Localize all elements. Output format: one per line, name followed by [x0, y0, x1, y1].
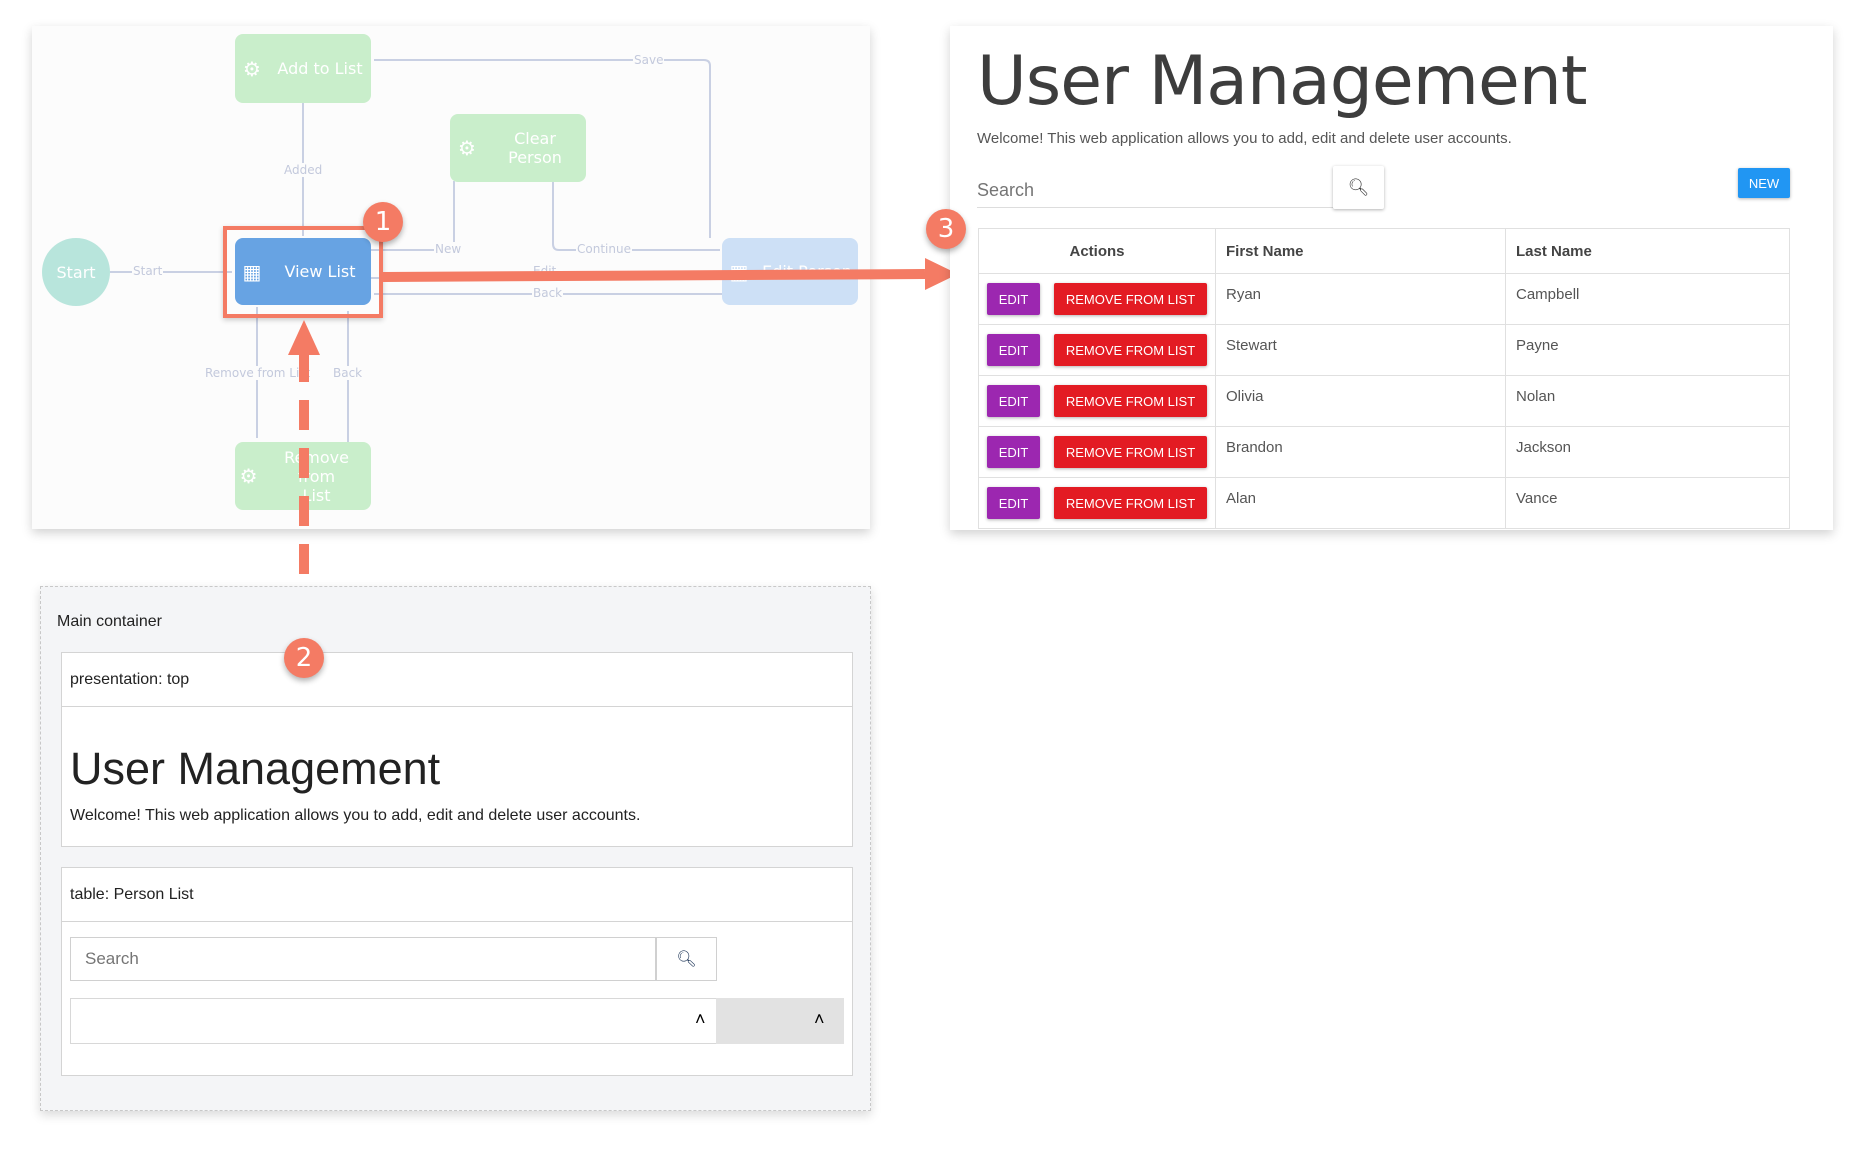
column-header[interactable]: First Name [1215, 228, 1506, 274]
search-button[interactable]: 🔍︎ [1333, 166, 1384, 209]
app-preview: User Management Welcome! This web applic… [950, 26, 1833, 530]
remove-from-list-button[interactable]: REMOVE FROM LIST [1054, 334, 1207, 366]
designer-table-column[interactable]: ˄ [716, 998, 844, 1044]
node-clear-person[interactable]: ⚙ Clear Person [450, 114, 586, 182]
table-row: EDIT REMOVE FROM LIST Alan Vance [978, 477, 1790, 529]
remove-from-list-button[interactable]: REMOVE FROM LIST [1054, 385, 1207, 417]
gear-icon: ⚙ [239, 464, 258, 488]
main-container: Main container presentation: top User Ma… [40, 586, 871, 1111]
arrow-right-head [925, 258, 958, 290]
arrow-up-head [288, 320, 320, 355]
last-name-cell: Campbell [1505, 273, 1790, 325]
last-name-cell: Nolan [1505, 375, 1790, 427]
edge-label-new: New [434, 242, 463, 256]
node-label: View List [284, 262, 356, 281]
badge-1: 1 [363, 202, 403, 242]
designer-table-header: ˄ ˄ [70, 998, 844, 1044]
table-row: EDIT REMOVE FROM LIST Ryan Campbell [978, 273, 1790, 325]
edge-label-added: Added [283, 163, 324, 177]
table-row: EDIT REMOVE FROM LIST Brandon Jackson [978, 426, 1790, 478]
actions-cell: EDIT REMOVE FROM LIST [978, 273, 1216, 325]
node-view-list[interactable]: ▦ View List [235, 238, 371, 305]
edge-label-remove: Remove from List [204, 366, 312, 380]
last-name-cell: Vance [1505, 477, 1790, 529]
actions-cell: EDIT REMOVE FROM LIST [978, 324, 1216, 376]
edit-button[interactable]: EDIT [987, 334, 1040, 366]
page-title: User Management [977, 42, 1588, 121]
column-header[interactable]: Last Name [1505, 228, 1790, 274]
table-widget[interactable]: table: Person List 🔍︎ ˄ ˄ [61, 867, 853, 1076]
designer-title: User Management [70, 743, 441, 794]
grid-icon: ▦ [242, 259, 262, 284]
chevron-up-icon[interactable]: ˄ [814, 1009, 825, 1029]
column-header[interactable]: Actions [978, 228, 1216, 274]
user-table: Actions First Name Last Name EDIT REMOVE… [978, 228, 1790, 529]
table-row: EDIT REMOVE FROM LIST Stewart Payne [978, 324, 1790, 376]
search-icon: 🔍︎ [676, 951, 697, 968]
badge-2: 2 [284, 638, 324, 678]
last-name-cell: Jackson [1505, 426, 1790, 478]
actions-cell: EDIT REMOVE FROM LIST [978, 375, 1216, 427]
first-name-cell: Brandon [1215, 426, 1506, 478]
arrow-right [382, 269, 926, 282]
edit-button[interactable]: EDIT [987, 283, 1040, 315]
last-name-cell: Payne [1505, 324, 1790, 376]
first-name-cell: Olivia [1215, 375, 1506, 427]
designer-subtitle: Welcome! This web application allows you… [70, 807, 641, 824]
presentation-widget[interactable]: presentation: top User Management Welcom… [61, 652, 853, 847]
edit-button[interactable]: EDIT [987, 385, 1040, 417]
remove-from-list-button[interactable]: REMOVE FROM LIST [1054, 283, 1207, 315]
table-row: EDIT REMOVE FROM LIST Olivia Nolan [978, 375, 1790, 427]
edge-label-continue: Continue [576, 242, 632, 256]
main-container-label: Main container [57, 613, 162, 630]
first-name-cell: Alan [1215, 477, 1506, 529]
search-icon: 🔍︎ [1347, 177, 1370, 197]
actions-cell: EDIT REMOVE FROM LIST [978, 426, 1216, 478]
node-add-to-list[interactable]: ⚙ Add to List [235, 34, 371, 103]
node-label: Clear Person [508, 129, 562, 167]
chevron-up-icon[interactable]: ˄ [695, 1009, 706, 1029]
edge-continue [552, 182, 720, 251]
badge-3: 3 [926, 209, 966, 249]
remove-from-list-button[interactable]: REMOVE FROM LIST [1054, 487, 1207, 519]
node-label: Start [56, 262, 96, 282]
node-label: Add to List [277, 59, 363, 78]
new-button[interactable]: NEW [1738, 168, 1790, 198]
table-label: table: Person List [62, 868, 852, 922]
presentation-label: presentation: top [62, 653, 852, 707]
edge-label-back2: Back [332, 366, 364, 380]
actions-cell: EDIT REMOVE FROM LIST [978, 477, 1216, 529]
gear-icon: ⚙ [458, 136, 476, 160]
highlight-box [223, 226, 383, 318]
edge-label-save: Save [633, 53, 665, 67]
edit-button[interactable]: EDIT [987, 487, 1040, 519]
edge-label-start: Start [132, 264, 164, 278]
node-start[interactable]: Start [42, 238, 110, 306]
edge-label-back: Back [532, 286, 564, 300]
edit-button[interactable]: EDIT [987, 436, 1040, 468]
gear-icon: ⚙ [243, 56, 261, 81]
designer-search-button[interactable]: 🔍︎ [656, 937, 717, 981]
designer-search-input[interactable] [70, 937, 656, 981]
search-input[interactable] [977, 173, 1333, 208]
first-name-cell: Stewart [1215, 324, 1506, 376]
first-name-cell: Ryan [1215, 273, 1506, 325]
remove-from-list-button[interactable]: REMOVE FROM LIST [1054, 436, 1207, 468]
edge-save [374, 59, 711, 238]
page-subtitle: Welcome! This web application allows you… [977, 130, 1512, 147]
